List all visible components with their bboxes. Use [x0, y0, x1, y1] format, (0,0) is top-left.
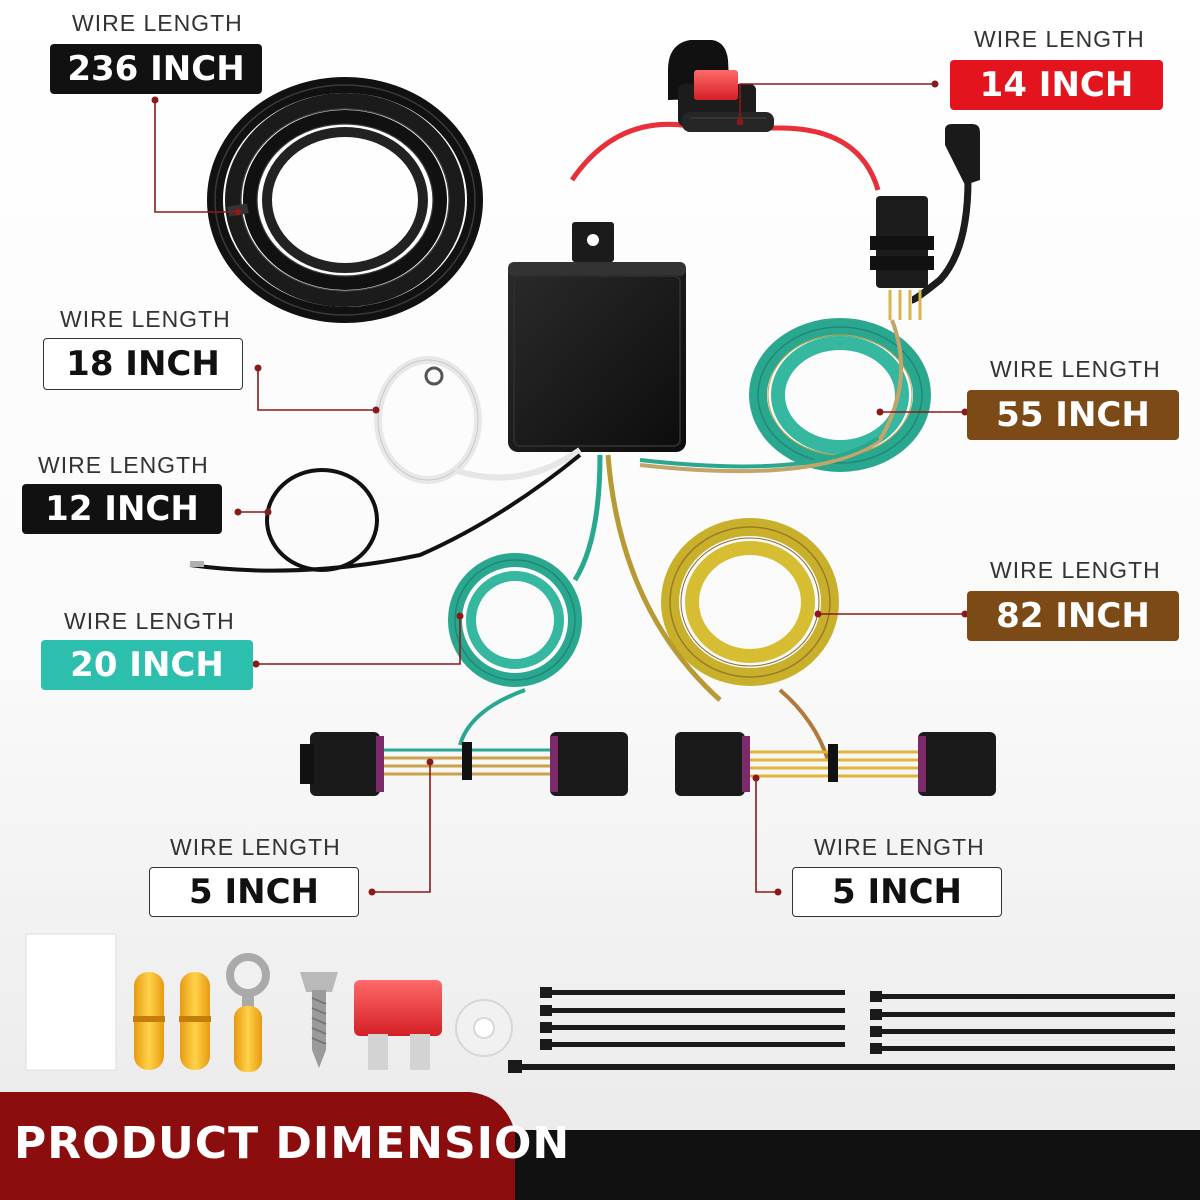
callout-teal-coil-caption: WIRE LENGTH — [64, 608, 235, 634]
callout-fuse-value: 14 INCH — [950, 60, 1163, 110]
callout-green-coil-value: 55 INCH — [967, 390, 1179, 440]
callout-left-harness-caption: WIRE LENGTH — [170, 834, 341, 860]
ground-black-wire — [189, 453, 582, 573]
callout-teal-coil-value: 20 INCH — [41, 640, 253, 690]
leader-lines — [154, 83, 965, 893]
butt-connector-icon-2 — [179, 972, 211, 1070]
blade-fuse-icon — [354, 980, 442, 1070]
leader-dots — [151, 80, 969, 896]
rubber-grommet-icon — [455, 999, 513, 1057]
callout-main-caption: WIRE LENGTH — [72, 10, 243, 36]
footer-title: PRODUCT DIMENSION — [14, 1118, 571, 1169]
callout-ring-caption: WIRE LENGTH — [60, 306, 231, 332]
callout-right-harness-value: 5 INCH — [792, 867, 1002, 917]
footer-banner — [0, 1092, 1200, 1200]
callout-main-value: 236 INCH — [50, 44, 262, 94]
callout-ring-value: 18 INCH — [43, 338, 243, 390]
callout-green-coil-caption: WIRE LENGTH — [990, 356, 1161, 382]
ring-terminal-wire — [374, 356, 582, 484]
callout-yellow-coil-value: 82 INCH — [967, 591, 1179, 641]
four-pin-plug — [870, 124, 980, 320]
ring-terminal-icon — [226, 953, 270, 1072]
control-module — [508, 222, 686, 452]
green-wire-coil — [639, 318, 931, 474]
accessories — [25, 933, 1175, 1073]
right-harness — [675, 732, 996, 796]
callout-fuse-caption: WIRE LENGTH — [974, 26, 1145, 52]
callout-black-wire-value: 12 INCH — [22, 484, 222, 534]
self-tapping-screw-icon — [300, 972, 338, 1068]
callout-yellow-coil-caption: WIRE LENGTH — [990, 557, 1161, 583]
black-wire-coil — [207, 77, 483, 323]
callout-black-wire-caption: WIRE LENGTH — [38, 452, 209, 478]
adhesive-pad — [25, 933, 117, 1071]
callout-left-harness-value: 5 INCH — [149, 867, 359, 917]
callout-right-harness-caption: WIRE LENGTH — [814, 834, 985, 860]
fuse-holder — [569, 40, 881, 191]
butt-connector-icon — [133, 972, 165, 1070]
yellow-wire-coil — [605, 454, 839, 761]
left-harness — [300, 732, 628, 796]
cable-ties — [508, 987, 1175, 1073]
teal-wire-coil — [448, 454, 603, 746]
